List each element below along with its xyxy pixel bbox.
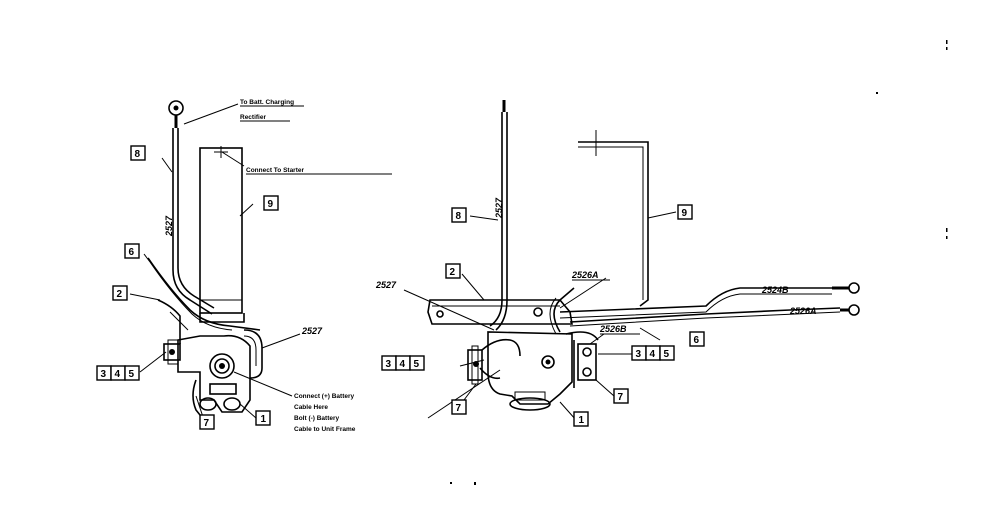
callout-1-left: 1 [261, 414, 267, 425]
callout-box-9-left [263, 195, 279, 211]
callout-9-left: 9 [268, 199, 274, 210]
callout-7a-right: 7 [456, 403, 462, 414]
callout-2-left: 2 [117, 289, 123, 300]
callout-8-left: 8 [135, 149, 141, 160]
solenoid-body-left [177, 334, 251, 413]
callout-box-7a-right [451, 399, 467, 415]
note-battery-charging-1: To Batt. Charging [240, 99, 294, 106]
wire-label-2527-horizontal-left: 2527 [301, 326, 323, 336]
right-assembly-view: 2527 2527 2526A 2526B 2524B 2526A 8 9 2 … [375, 100, 860, 427]
note-battery-connection-4: Cable to Unit Frame [294, 426, 356, 433]
bolt-stack-right-left [467, 349, 483, 381]
callout-4b-right: 4 [650, 349, 656, 360]
note-battery-connection-1: Connect (+) Battery [294, 393, 355, 400]
note-battery-charging-2: Rectifier [240, 114, 266, 121]
callout-box-9-right [677, 204, 693, 220]
note-connect-starter: Connect To Starter [246, 167, 304, 174]
wire-label-2527-horizontal-right: 2527 [375, 280, 397, 290]
note-battery-connection-2: Cable Here [294, 404, 328, 411]
callout-9-right: 9 [682, 208, 688, 219]
callout-7-left: 7 [204, 418, 210, 429]
wire-label-2527-vertical-right: 2527 [494, 197, 504, 219]
bracket-2-left [157, 299, 181, 344]
ring-terminal-2524b [848, 282, 860, 294]
scan-specks [450, 40, 948, 485]
callout-3b-right: 3 [636, 349, 642, 360]
wire-2527-left-right [243, 329, 263, 379]
wire-label-2527-vertical-left: 2527 [164, 215, 174, 237]
callout-box-8-left [130, 145, 146, 161]
callout-4a-right: 4 [400, 359, 406, 370]
callout-5b-right: 5 [664, 349, 670, 360]
callout-box-2-left [112, 285, 128, 301]
wire-2524b [559, 287, 832, 313]
callout-7b-right: 7 [618, 392, 624, 403]
callout-box-6-right [689, 331, 705, 347]
callout-4-left: 4 [115, 369, 121, 380]
bracket-9-right [578, 141, 649, 307]
callout-6-right: 6 [694, 335, 700, 346]
callout-box-6-left [124, 243, 140, 259]
solenoid-terminal [209, 353, 235, 379]
callout-box-1-right [573, 411, 589, 427]
callout-box-5-left [124, 365, 140, 381]
callout-box-2-right [445, 263, 461, 279]
callout-8-right: 8 [456, 211, 462, 222]
cable-2527-left [172, 128, 213, 315]
callout-box-8-right [451, 207, 467, 223]
callout-1-right: 1 [579, 415, 585, 426]
wire-label-2526a-top: 2526A [571, 270, 599, 280]
callout-box-7-left [199, 414, 215, 430]
left-assembly-view: To Batt. Charging Rectifier Connect To S… [96, 99, 392, 433]
wire-2526a-right [569, 307, 841, 323]
bolt-stack-right-right [577, 343, 597, 381]
callout-3-left: 3 [101, 369, 107, 380]
bolt-stack-left [163, 343, 181, 361]
callout-box-7b-right [613, 388, 629, 404]
wire-label-2526a-right: 2526A [789, 306, 817, 316]
callout-5-left: 5 [129, 369, 135, 380]
note-battery-connection-3: Bolt (-) Battery [294, 415, 340, 422]
callout-box-5b-right [659, 345, 675, 361]
callout-5a-right: 5 [414, 359, 420, 370]
callout-box-5a-right [409, 355, 425, 371]
vertical-tube-9 [199, 147, 243, 314]
wire-label-2524b: 2524B [761, 285, 789, 295]
callout-6-left: 6 [129, 247, 135, 258]
ring-terminal-2526a [848, 304, 860, 316]
callout-2-right: 2 [450, 267, 456, 278]
wire-label-2526b: 2526B [599, 324, 627, 334]
solenoid-body-right [487, 331, 573, 405]
wire-6-left [147, 257, 261, 331]
callout-box-1-left [255, 410, 271, 426]
callout-3a-right: 3 [386, 359, 392, 370]
